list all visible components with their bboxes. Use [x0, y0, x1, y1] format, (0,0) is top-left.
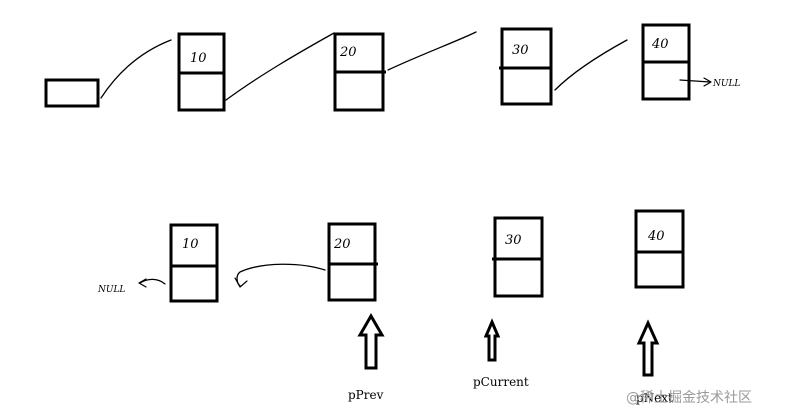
pointer-pnext: pNext	[636, 319, 673, 405]
top-node-4-value: 40	[651, 37, 669, 52]
link-curve-10-to-20	[225, 32, 335, 101]
pointer-pprev: pPrev	[348, 313, 385, 402]
pnext-up-arrow	[636, 319, 660, 377]
bottom-node-2: 20	[327, 222, 378, 302]
reversed-link-arrowhead	[234, 277, 248, 288]
top-node-2: 20	[333, 32, 386, 112]
tail-null-arrow	[679, 77, 712, 87]
top-node-1-value: 10	[190, 51, 207, 66]
top-row: 10 20 30 40 NULL	[44, 23, 740, 112]
pprev-up-arrow	[357, 313, 385, 370]
bottom-node-2-value: 20	[333, 237, 351, 252]
pcurrent-up-arrow	[483, 318, 501, 362]
link-curve-20-to-30	[387, 31, 477, 71]
link-curve-30-to-40	[554, 39, 628, 91]
bottom-node-3-value: 30	[505, 233, 522, 248]
bottom-node-4-value: 40	[647, 229, 665, 244]
bottom-node-1: 10	[169, 223, 219, 303]
top-node-1: 10	[177, 32, 226, 112]
pnext-label: pNext	[636, 391, 673, 405]
pprev-label: pPrev	[348, 388, 384, 402]
pcurrent-label: pCurrent	[473, 375, 529, 389]
bottom-row: 10 20 30 40 NULL	[97, 209, 685, 303]
head-node	[44, 78, 100, 108]
bottom-null-label: NULL	[97, 285, 125, 295]
bottom-node-4: 40	[634, 209, 685, 289]
top-node-3: 30	[499, 27, 553, 106]
pointer-pcurrent: pCurrent	[473, 318, 529, 389]
bottom-node-1-value: 10	[182, 237, 199, 252]
link-curve-head-to-10	[100, 39, 172, 99]
top-node-2-value: 20	[339, 45, 357, 60]
watermark-text: @稀土掘金技术社区	[626, 390, 752, 406]
bottom-null-arrow	[138, 278, 166, 288]
bottom-node-3: 30	[492, 216, 544, 298]
top-node-3-value: 30	[512, 43, 529, 58]
top-null-label: NULL	[712, 79, 740, 89]
reversed-link-20-to-10	[236, 263, 326, 287]
top-node-4: 40	[641, 23, 691, 101]
